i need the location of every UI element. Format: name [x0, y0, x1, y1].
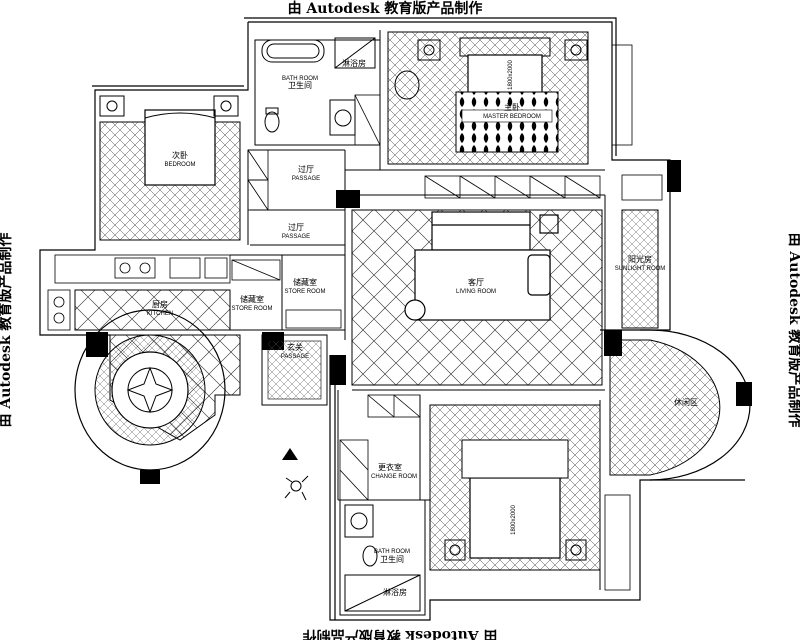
person-icon [284, 475, 309, 501]
room-label-bath-bottom-en: BATH ROOM [374, 549, 410, 555]
bath-top-floor [254, 39, 381, 146]
room-label-passage3-cn: 玄关 [287, 342, 303, 352]
master-bed [394, 37, 588, 153]
entry-rug [261, 334, 328, 406]
store-shelves [231, 259, 342, 329]
room-label-bath-bottom-cn: 卫生间 [380, 554, 404, 564]
cabinets-bath [247, 94, 381, 211]
bath-bottom-fixtures [344, 504, 421, 612]
change-room-cabinets [339, 394, 421, 501]
watermark-right: 由 Autodesk 教育版产品制作 [786, 233, 800, 428]
second-bed [444, 439, 587, 561]
entry-arrow-icon [282, 448, 298, 460]
room-label-master-cn: 主卧 [504, 102, 520, 112]
second-bed-size: 1800x2000 [511, 504, 517, 534]
leisure-area-floor [609, 339, 721, 476]
room-label-shower-bottom: 淋浴房 [383, 587, 407, 597]
room-label-kitchen-en: KITCHEN [147, 311, 173, 317]
room-label-passage2-en: PASSAGE [282, 234, 310, 240]
room-label-leisure: 休闲区 [674, 397, 698, 407]
room-label-shower-top: 淋浴房 [342, 58, 366, 68]
living-sofa-set [404, 211, 559, 321]
bathtub [261, 39, 325, 63]
room-label-passage3-en: PASSAGE [281, 354, 309, 360]
room-label-change-en: CHANGE ROOM [371, 474, 417, 480]
room-label-passage1-en: PASSAGE [292, 176, 320, 182]
room-label-change-cn: 更衣室 [378, 462, 402, 472]
room-label-passage1-cn: 过厅 [298, 164, 314, 174]
room-label-kitchen-cn: 厨房 [152, 299, 168, 309]
room-label-store1-cn: 储藏室 [293, 277, 317, 287]
room-label-master-en: MASTER BEDROOM [483, 114, 541, 120]
wardrobe-strip [424, 175, 601, 199]
room-label-bedroom-en: BEDROOM [164, 162, 195, 168]
room-label-living-cn: 客厅 [468, 277, 484, 287]
structural-columns [86, 160, 752, 484]
watermark-top: 由 Autodesk 教育版产品制作 [288, 0, 483, 17]
room-label-store2-cn: 储藏室 [240, 294, 264, 304]
dining-table [74, 309, 226, 471]
sunlight-shelves [604, 44, 663, 591]
watermark-bottom: 由 Autodesk 教育版产品制作 [303, 627, 498, 640]
inner-walls [230, 30, 606, 590]
room-label-store1-en: STORE ROOM [285, 289, 326, 295]
room-label-store2-en: STORE ROOM [232, 306, 273, 312]
bath-top-fixtures [264, 37, 376, 136]
room-label-sunlight-cn: 阳光房 [628, 254, 652, 264]
kitchen-counters [47, 254, 231, 331]
room-label-passage2-cn: 过厅 [288, 222, 304, 232]
room-label-sunlight-en: SUNLIGHT ROOM [615, 266, 666, 272]
room-label-living-en: LIVING ROOM [456, 289, 496, 295]
room-label-bedroom-cn: 次卧 [172, 150, 188, 160]
watermark-left: 由 Autodesk 教育版产品制作 [0, 233, 14, 428]
bath-bottom-floor [339, 499, 426, 616]
bedroom-bed [99, 95, 239, 186]
sunlight-room-floor [621, 209, 659, 329]
room-label-bath-top-cn: 卫生间 [288, 80, 312, 90]
master-bed-size: 1800x2000 [508, 59, 514, 89]
outer-walls [39, 17, 751, 621]
room-label-bath-top-en: BATH ROOM [282, 76, 318, 82]
